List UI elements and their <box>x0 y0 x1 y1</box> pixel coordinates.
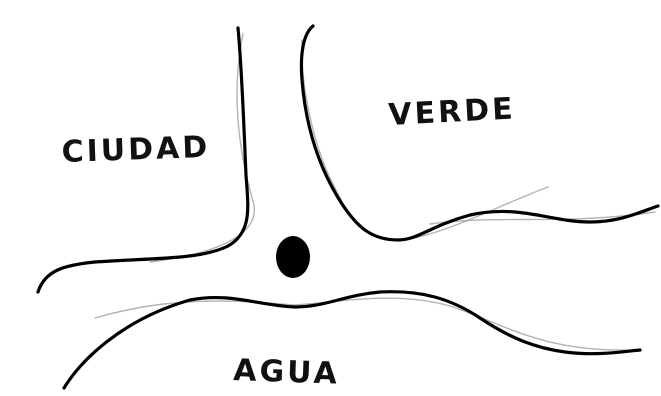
label-ciudad: CIUDAD <box>61 130 211 170</box>
street-edge-right <box>301 26 658 240</box>
label-verde: VERDE <box>388 91 517 133</box>
label-agua: AGUA <box>233 353 341 392</box>
node-dot <box>276 236 310 278</box>
